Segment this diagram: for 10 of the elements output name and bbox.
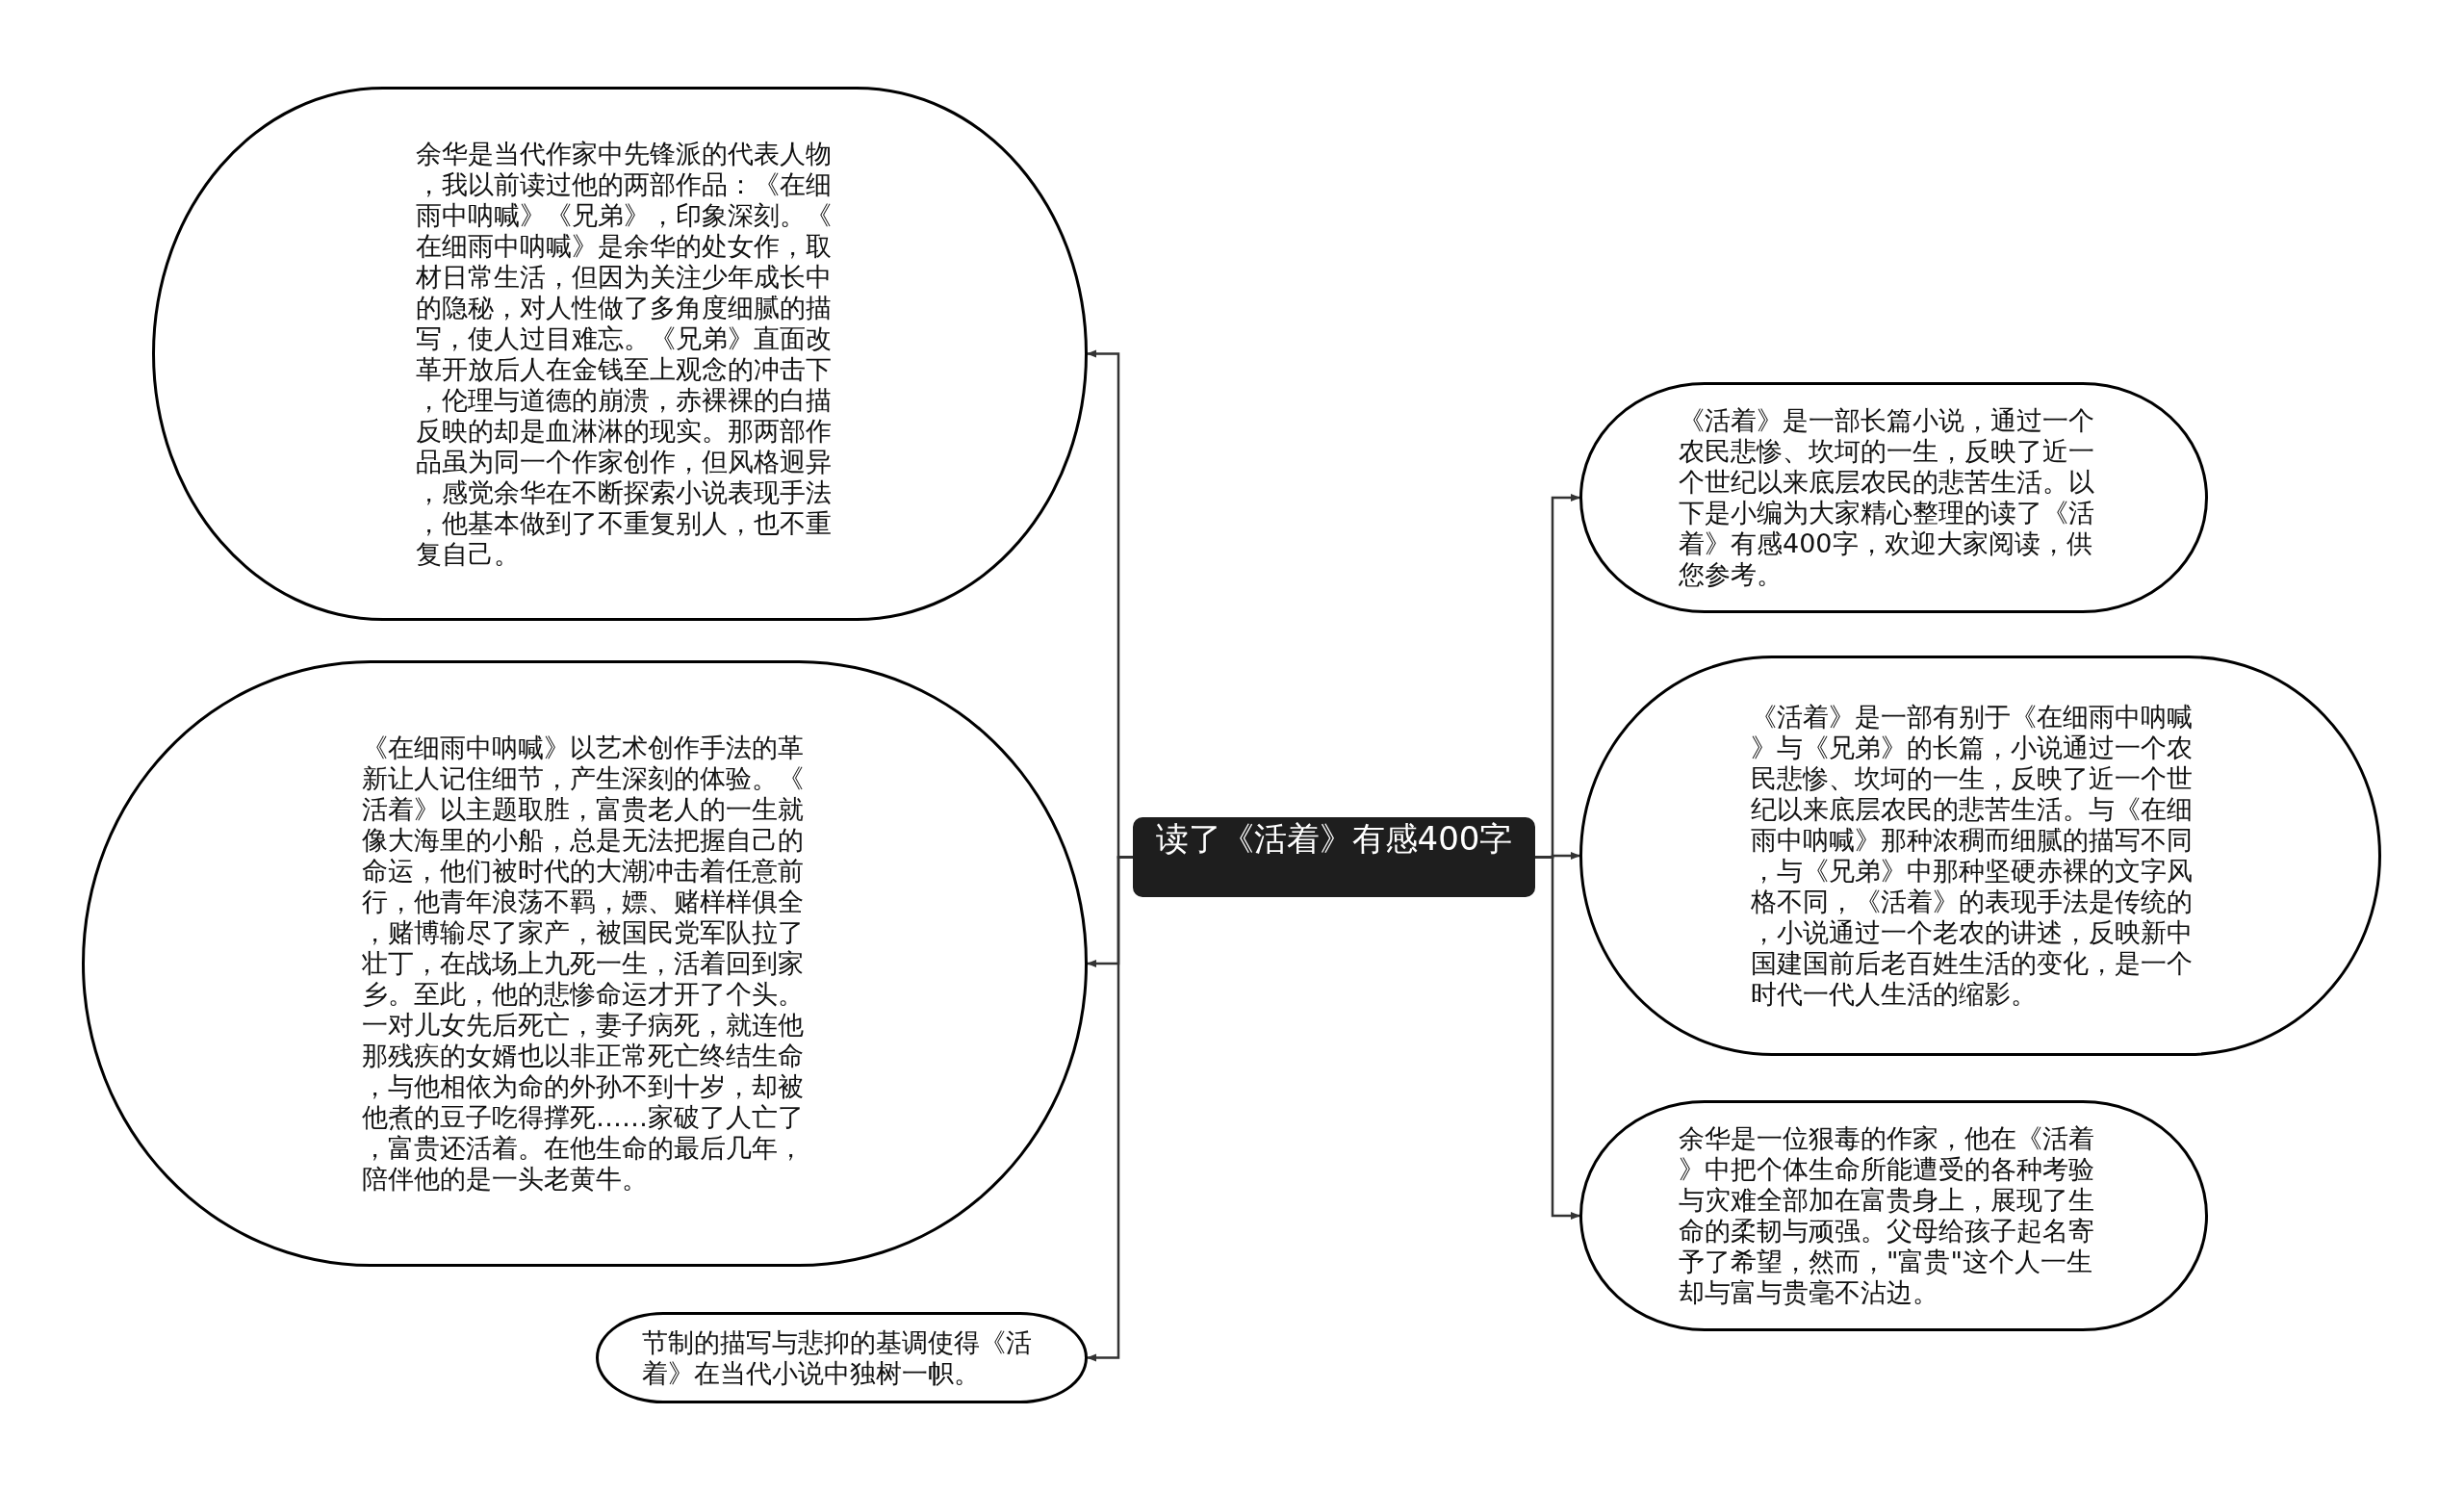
paragraph-text: 余华是当代作家中先锋派的代表人物，我以前读过他的两部作品：《在细雨中呐喊》《兄弟》，印象深刻。《在细雨中呐喊》是余华的处女作，取材日常生活，但因为关注少年成长中的隐秘，对人性做了多角度细腻的描写，使人过目难忘。《兄弟》直面改革开放后人在金钱至上观念的冲击下，伦理与道德的崩溃，赤裸裸的白描反映的却是血淋淋的现实。那两部作品虽为同一个作家创作，但风格迥异，感觉余华在不断探索小说表现手法，他基本做到了不重复别人，也不重复自己。 [416, 138, 833, 570]
topic-title: 读了《活着》有感400字 [1155, 818, 1513, 858]
paragraph-text: 《活着》是一部长篇小说，通过一个农民悲惨、坎坷的一生，反映了近一个世纪以来底层农民的悲苦生活。以下是小编为大家精心整理的读了《活着》有感400字，欢迎大家阅读，供您参考。 [1679, 405, 2095, 590]
paragraph-text: 《在细雨中呐喊》以艺术创作手法的革新让人记住细节，产生深刻的体验。《活着》以主题取胜，富贵老人的一生就像大海里的小船，总是无法把握自己的命运，他们被时代的大潮冲击着任意前行，他青年浪荡不羁，嫖、赌样样俱全，赌博输尽了家产，被国民党军队拉了壮丁，在战场上九死一生，活着回到家乡。至此，他的悲惨命运才开了个头。一对儿女先后死亡，妻子病死，就连他那残疾的女婿也以非正常死亡终结生命，与他相依为命的外孙不到十岁，却被他煮的豆子吃得撑死……家破了人亡了，富贵还活着。在他生命的最后几年，陪伴他的是一头老黄牛。 [362, 733, 805, 1195]
connector-arrow [1535, 856, 1580, 1220]
connector-arrow [1087, 856, 1133, 1362]
central-topic-box [1133, 817, 1535, 897]
paragraph-text: 余华是一位狠毒的作家，他在《活着》中把个体生命所能遭受的各种考验与灾难全部加在富贵身上，展现了生命的柔韧与顽强。父母给孩子起名寄予了希望，然而，"富贵"这个人一生却与富与贵毫不沾边。 [1679, 1123, 2095, 1308]
paragraph-text: 节制的描写与悲抑的基调使得《活着》在当代小说中独树一帜。 [642, 1326, 1033, 1389]
paragraph-text: 《活着》是一部有别于《在细雨中呐喊》与《兄弟》的长篇，小说通过一个农民悲惨、坎坷的一生，反映了近一个世纪以来底层农民的悲苦生活。与《在细雨中呐喊》那种浓稠而细腻的描写不同，与《兄弟》中那种坚硬赤裸的文字风格不同，《活着》的表现手法是传统的，小说通过一个老农的讲述，反映新中国建国前后老百姓生活的变化，是一个时代一代人生活的缩影。 [1751, 702, 2194, 1010]
